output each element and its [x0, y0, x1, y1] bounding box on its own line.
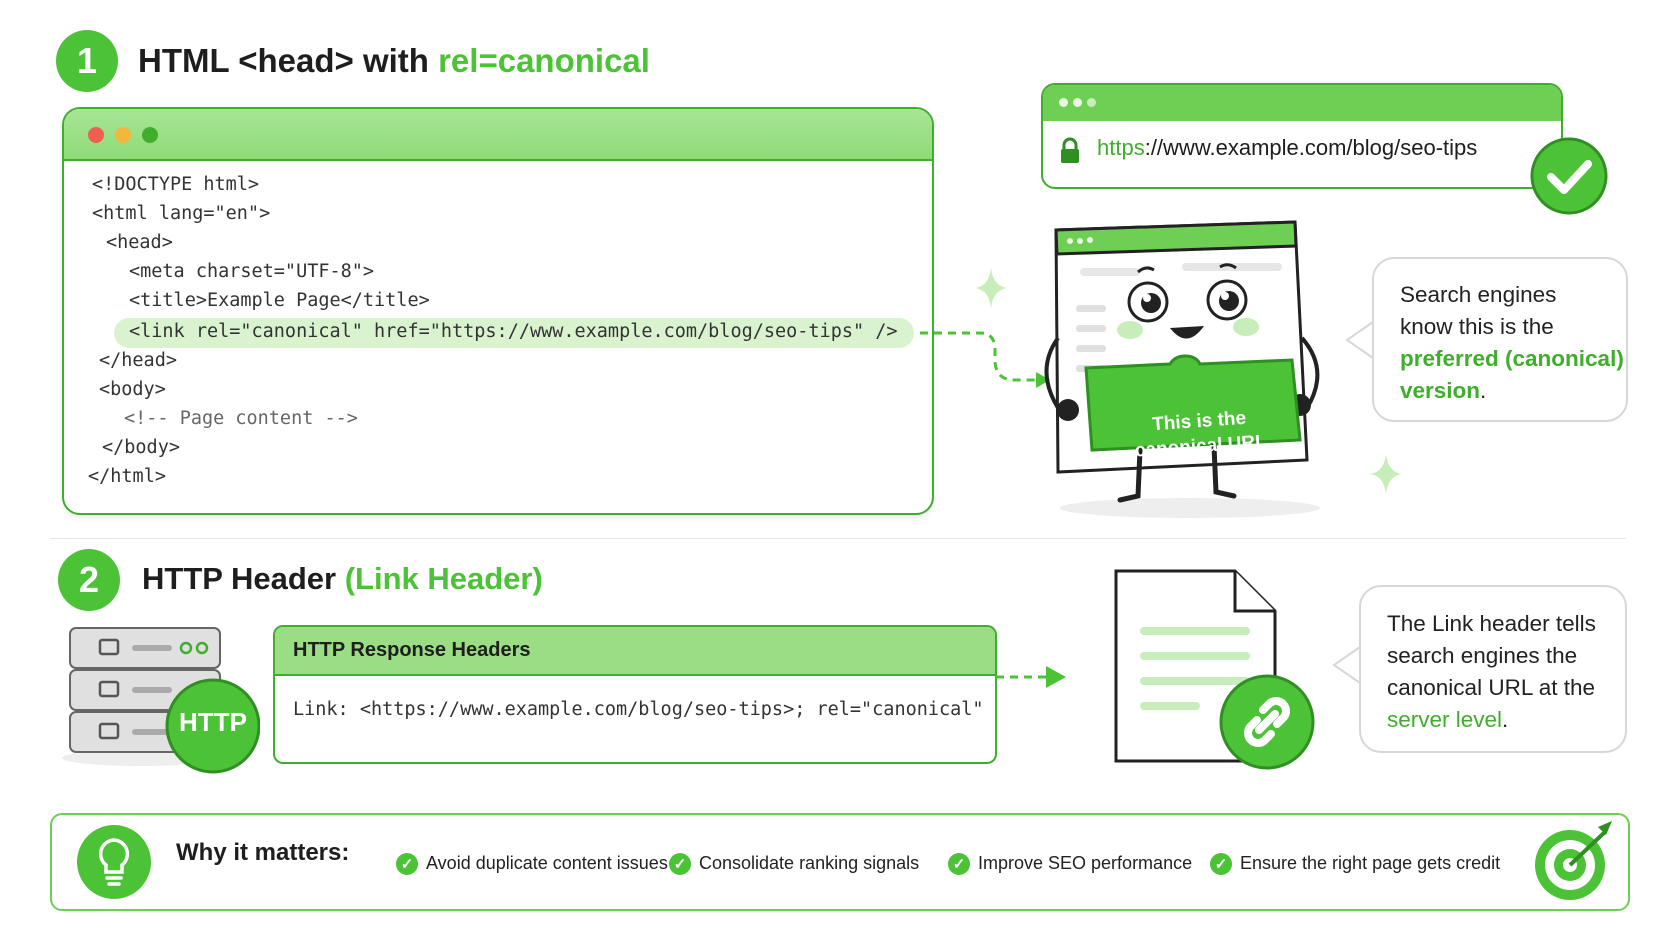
canonical-line-highlight	[114, 318, 914, 348]
benefit-item: ✓Consolidate ranking signals	[669, 853, 919, 876]
code-line: </head>	[99, 350, 177, 371]
minimize-dot-icon	[115, 127, 131, 143]
step-2-badge: 2	[58, 549, 120, 611]
dashed-arrow-2	[996, 666, 1066, 688]
step-1-badge: 1	[56, 30, 118, 92]
check-icon: ✓	[1210, 853, 1232, 876]
canonical-page-mascot	[1044, 220, 1320, 518]
benefit-item: ✓Improve SEO performance	[948, 853, 1192, 876]
section-1-title: HTML <head> with rel=canonical	[138, 42, 650, 79]
panel-title: HTTP Response Headers	[275, 627, 995, 676]
browser-titlebar	[1043, 85, 1561, 121]
benefit-item: ✓Ensure the right page gets credit	[1210, 853, 1500, 876]
window-dot-icon	[1087, 98, 1096, 107]
window-dot-icon	[1073, 98, 1082, 107]
benefit-item: ✓Avoid duplicate content issues	[396, 853, 668, 876]
speech-bubble-tail	[1345, 321, 1374, 359]
code-line: <html lang="en">	[92, 203, 271, 224]
sparkle-icon	[975, 268, 1007, 308]
code-comment: <!-- Page content -->	[124, 408, 358, 429]
sparkle-icon	[1370, 454, 1402, 494]
close-dot-icon	[88, 127, 104, 143]
canonical-link-line: <link rel="canonical" href="https://www.…	[129, 321, 898, 342]
check-icon: ✓	[948, 853, 970, 876]
target-icon	[1535, 821, 1612, 900]
matters-title: Why it matters:	[176, 839, 350, 866]
document-link-icon	[1114, 569, 1315, 770]
code-line: </body>	[102, 437, 180, 458]
speech-bubble-canonical: Search engines know this is the preferre…	[1372, 257, 1628, 422]
window-dot-icon	[1059, 98, 1068, 107]
code-line: <title>Example Page</title>	[129, 290, 430, 311]
speech-bubble-link-header: The Link header tells search engines the…	[1359, 585, 1627, 753]
code-line: <body>	[99, 379, 166, 400]
lightbulb-icon	[77, 825, 151, 899]
http-badge: HTTP	[179, 707, 247, 737]
checkmark-icon	[1530, 137, 1608, 215]
code-window-titlebar	[64, 109, 932, 161]
code-window: <!DOCTYPE html> <html lang="en"> <head> …	[62, 107, 934, 515]
link-header-line: Link: <https://www.example.com/blog/seo-…	[293, 699, 984, 720]
code-line: <head>	[106, 232, 173, 253]
check-icon: ✓	[669, 853, 691, 876]
code-line: </html>	[88, 466, 166, 487]
code-line: <!DOCTYPE html>	[92, 174, 260, 195]
check-icon: ✓	[396, 853, 418, 876]
browser-url-window: https://www.example.com/blog/seo-tips	[1041, 83, 1563, 189]
lock-icon	[1061, 137, 1079, 163]
maximize-dot-icon	[142, 127, 158, 143]
code-line: <meta charset="UTF-8">	[129, 261, 375, 282]
section-divider	[50, 538, 1626, 539]
server-icon	[62, 627, 260, 774]
http-headers-panel: HTTP Response Headers Link: <https://www…	[273, 625, 997, 764]
dashed-arrow-1	[920, 331, 1050, 388]
canonical-url[interactable]: https://www.example.com/blog/seo-tips	[1097, 135, 1478, 160]
why-it-matters-panel: Why it matters: ✓Avoid duplicate content…	[50, 813, 1630, 911]
speech-bubble-tail	[1332, 646, 1361, 684]
section-2-title: HTTP Header (Link Header)	[142, 561, 543, 596]
